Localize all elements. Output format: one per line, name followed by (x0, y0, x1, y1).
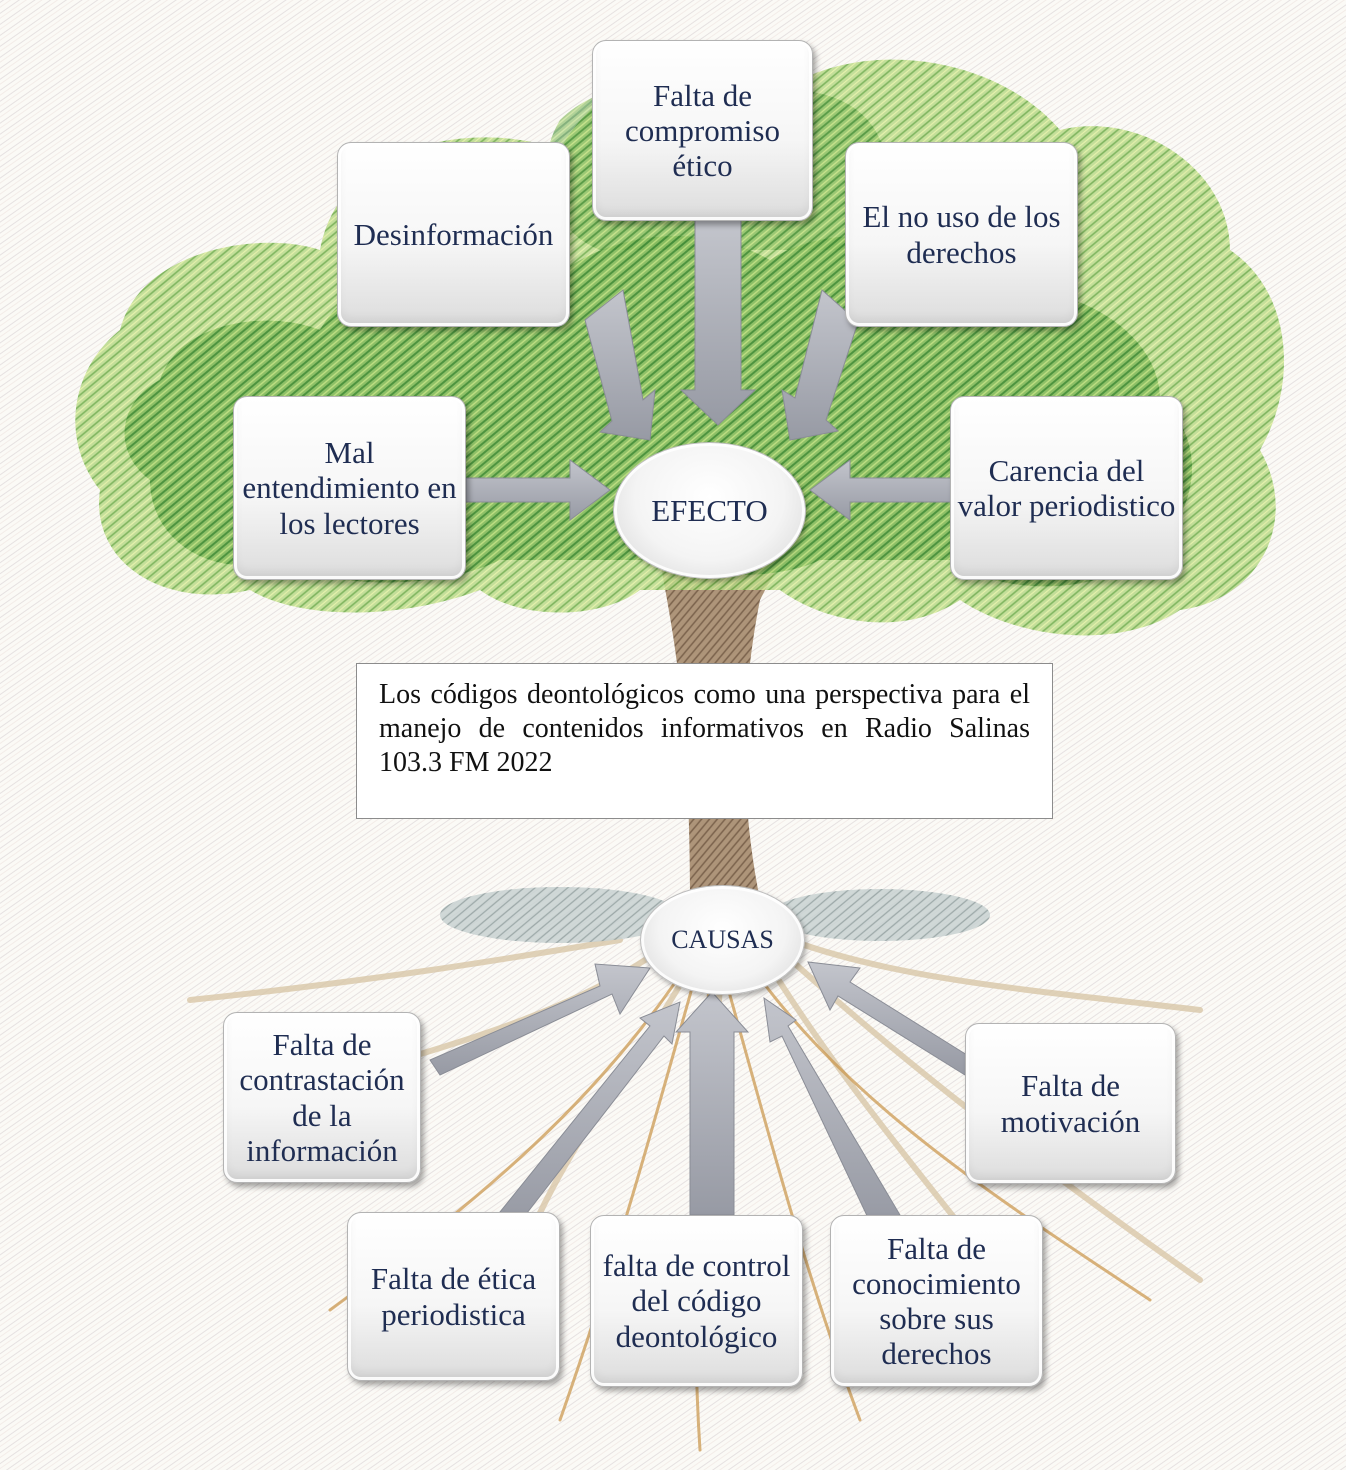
effect-box-no-uso-derechos: El no uso de los derechos (845, 142, 1078, 327)
effect-box-falta-compromiso: Falta de compromiso ético (592, 40, 813, 221)
cause-arrows (429, 961, 976, 1223)
cause-box-etica: Falta de ética periodistica (347, 1212, 560, 1381)
effect-box-mal-entendimiento: Mal entendimiento en los lectores (233, 396, 466, 580)
cause-box-contrastacion: Falta de contrastación de la información (223, 1012, 421, 1183)
stones (440, 887, 990, 943)
effect-arrows (465, 219, 953, 521)
causes-center-oval: CAUSAS (640, 885, 805, 995)
effect-center-oval: EFECTO (613, 442, 806, 579)
cause-box-motivacion: Falta de motivación (965, 1023, 1176, 1184)
effect-box-carencia-valor: Carencia del valor periodistico (950, 396, 1183, 580)
effect-box-desinformacion: Desinformación (337, 142, 570, 327)
cause-box-control-codigo: falta de control del código deontológico (590, 1215, 803, 1387)
problem-statement-box: Los códigos deontológicos como una persp… (356, 663, 1053, 819)
cause-box-conocimiento: Falta de conocimiento sobre sus derechos (830, 1215, 1043, 1387)
